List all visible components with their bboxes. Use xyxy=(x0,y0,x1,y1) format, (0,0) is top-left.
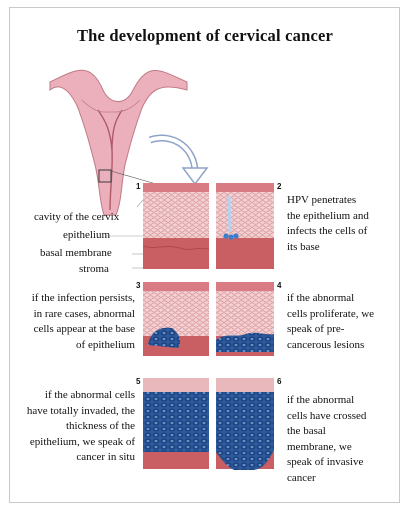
zoom-arrow-icon xyxy=(148,134,199,173)
figure-title: The development of cervical cancer xyxy=(76,26,334,45)
stage-3-number: 3 xyxy=(136,281,141,290)
stage-6-number: 6 xyxy=(277,377,282,386)
stage-5-number: 5 xyxy=(136,377,141,386)
label-cavity: cavity of the cervix xyxy=(34,211,120,223)
figure-frame xyxy=(9,7,400,503)
stage-1-panel xyxy=(142,183,210,269)
label-leader-lines xyxy=(105,199,144,269)
stage-1-number: 1 xyxy=(136,182,141,191)
stage-2-number: 2 xyxy=(277,182,282,191)
label-epithelium: epithelium xyxy=(63,229,111,241)
label-stroma: stroma xyxy=(79,263,109,275)
stage-5-panel xyxy=(143,378,209,469)
label-basal-membrane: basal membrane xyxy=(40,247,112,259)
stage-3-panel xyxy=(143,282,209,356)
stage-4-number: 4 xyxy=(277,281,282,290)
stage-4-panel xyxy=(216,282,274,356)
stage-2-panel xyxy=(216,183,274,269)
stage-3-text: if the infection persists,in rare cases,… xyxy=(31,292,135,351)
stage-6-panel xyxy=(216,378,274,470)
